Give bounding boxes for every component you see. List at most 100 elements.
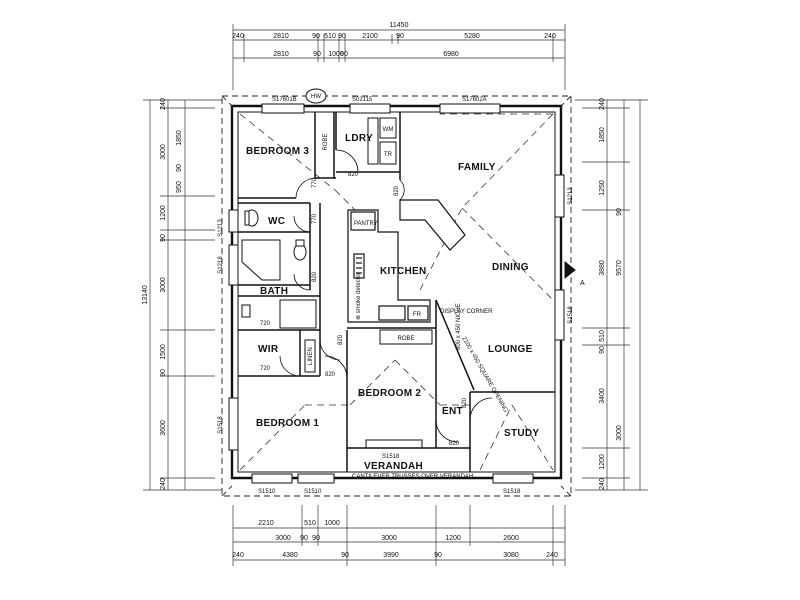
kitchen-bench (347, 199, 466, 323)
window-label: S17601B (272, 97, 297, 103)
dim-label: 1200 (160, 205, 167, 221)
dim-label: 240 (546, 552, 558, 559)
window-label: S1510 (304, 489, 322, 495)
door-label: 770 (312, 213, 318, 224)
overall-depth-label: 13140 (142, 285, 149, 305)
pantry-label: PANTRY (354, 221, 378, 227)
top-dimension-lines (232, 24, 566, 90)
dim-label: 3000 (381, 535, 397, 542)
window-label: S1213 (568, 187, 574, 205)
dim-label: 90 (434, 552, 442, 559)
dim-label: 1000 (328, 51, 344, 58)
dim-label: 1850 (176, 130, 183, 146)
room-label-bedroom-3: BEDROOM 3 (246, 146, 309, 157)
smoke-detector-label: ⊗ smoke detector (356, 272, 362, 320)
dim-label: 90 (176, 164, 183, 172)
bottom-dimension-lines (232, 505, 566, 566)
dim-label: 240 (232, 552, 244, 559)
room-label-bath: BATH (260, 286, 288, 297)
dim-label: 950 (176, 181, 183, 193)
overall-width-label: 11450 (390, 22, 409, 29)
window-label: S1518 (382, 454, 400, 460)
window-label: S17602A (462, 97, 487, 103)
robe-b2-label: ROBE (397, 336, 414, 342)
room-label-verandah: VERANDAH (364, 461, 423, 472)
washing-machine-label: WM (383, 127, 394, 133)
room-label-family: FAMILY (458, 162, 496, 173)
dim-label: 1250 (599, 180, 606, 196)
dim-label: 3000 (275, 535, 291, 542)
dim-label: 240 (160, 478, 167, 490)
door-label: 820 (312, 271, 318, 282)
dim-label: 1500 (160, 344, 167, 360)
window-label: S02115 (352, 97, 373, 103)
roof-outline (221, 95, 572, 497)
robe-b3-label: ROBE (323, 133, 329, 150)
dim-label: 3880 (599, 260, 606, 276)
verandah-note: CANTILEVER TRUSSES OVER VERANDAH (352, 474, 473, 480)
left-dim-column: 240 3000 1850 90 950 90 1200 3000 1500 9… (160, 98, 183, 490)
top-windows (261, 103, 501, 114)
dim-label: 2810 (273, 51, 289, 58)
dim-label: 90 (312, 535, 320, 542)
door-label: 820 (348, 172, 359, 178)
dim-label: 2100 (362, 33, 378, 40)
dim-label: 90 (160, 369, 167, 377)
bathroom-fixtures (241, 209, 317, 373)
display-corner-label: DISPLAY CORNER (440, 309, 493, 315)
section-label: A (580, 280, 585, 287)
dim-label: 90 (300, 535, 308, 542)
section-arrow-icon (564, 260, 576, 280)
dim-label: 1850 (599, 127, 606, 143)
bottom-dim-row-2: 3000 90 90 (275, 535, 320, 542)
dim-label: 1200 (445, 535, 461, 542)
dim-label: 3600 (160, 420, 167, 436)
dim-label: 9570 (616, 260, 623, 276)
door-label: 820 (462, 397, 468, 408)
linen-label: LINEN (308, 347, 314, 365)
dim-label: 240 (232, 33, 244, 40)
room-label-laundry: LDRY (345, 133, 373, 144)
dim-label: 90 (341, 552, 349, 559)
dim-label: 510 (324, 33, 336, 40)
dim-label: 240 (544, 33, 556, 40)
door-label: 770 (312, 177, 318, 188)
dim-label: 240 (160, 98, 167, 110)
dim-label: 5280 (464, 33, 480, 40)
room-label-lounge: LOUNGE (488, 344, 533, 355)
dim-label: 90 (312, 33, 320, 40)
window-label: S1218 (218, 256, 224, 274)
room-label-entry: ENT (442, 406, 463, 417)
bottom-dim-row-1: 2210 510 1000 3000 1200 2600 (258, 520, 519, 542)
dim-label: 1200 (599, 454, 606, 470)
bottom-windows (251, 439, 534, 484)
room-label-bedroom-2: BEDROOM 2 (358, 388, 421, 399)
right-dimension-lines (575, 99, 648, 491)
dim-label: 90 (160, 234, 167, 242)
room-labels: BEDROOM 3 LDRY FAMILY WC KITCHEN DINING … (246, 133, 539, 472)
top-dim-row-2: 2810 90 1000 90 6980 (273, 51, 459, 58)
dim-label: 3000 (616, 425, 623, 441)
dim-label: 1000 (324, 520, 340, 527)
dim-label: 3000 (160, 144, 167, 160)
dim-label: 90 (313, 51, 321, 58)
dim-label: 90 (616, 208, 623, 216)
window-label: S1518 (568, 306, 574, 324)
dim-label: 6980 (443, 51, 459, 58)
hw-label: HW (311, 94, 321, 100)
dim-label: 2210 (258, 520, 274, 527)
dim-label: 2810 (273, 33, 289, 40)
bottom-dim-row-3: 240 4380 90 3990 90 3080 240 (232, 552, 558, 559)
dim-label: 90 (396, 33, 404, 40)
room-label-study: STUDY (504, 428, 539, 439)
laundry-appliances (367, 117, 397, 165)
door-label: 820 (325, 372, 336, 378)
door-label: 820 (449, 441, 460, 447)
left-dimension-lines (143, 99, 222, 491)
dim-label: 90 (340, 51, 348, 58)
dim-label: 3990 (383, 552, 399, 559)
internal-walls (238, 112, 555, 472)
fridge-label: FR (413, 312, 422, 318)
door-swings (279, 149, 493, 443)
niche-label: 600 x 450 NICHE (456, 303, 462, 350)
